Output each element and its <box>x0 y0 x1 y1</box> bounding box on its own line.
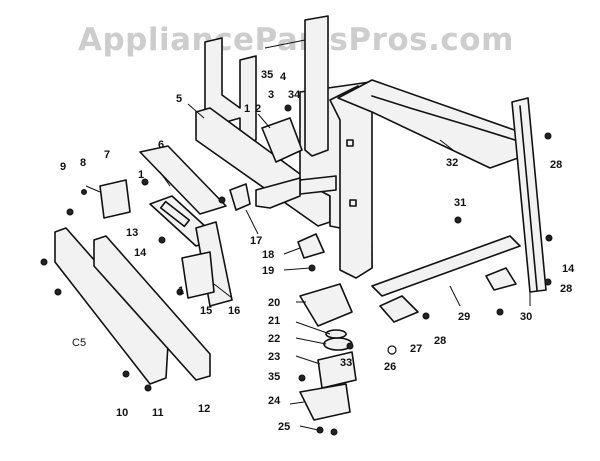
label-28-top: 28 <box>550 159 562 171</box>
clip-18-part <box>297 233 325 259</box>
label-21: 21 <box>268 315 280 327</box>
label-2: 2 <box>255 103 261 115</box>
screw-part <box>66 208 74 216</box>
label-1-lower: 1 <box>178 285 184 297</box>
label-7: 7 <box>104 149 110 161</box>
label-1-left: 1 <box>138 169 144 181</box>
label-17: 17 <box>250 235 262 247</box>
label-31: 31 <box>454 197 466 209</box>
washer-26-part <box>387 345 397 355</box>
label-18: 18 <box>262 249 274 261</box>
actuator-17-part <box>229 183 251 211</box>
label-14-right: 14 <box>562 263 575 275</box>
bracket-2-part <box>261 117 303 163</box>
label-20: 20 <box>268 297 280 309</box>
screw-part <box>330 428 338 436</box>
screw-part <box>176 288 184 296</box>
label-33: 33 <box>340 357 352 369</box>
label-28-mid: 28 <box>434 335 446 347</box>
panel-11-part <box>54 227 169 385</box>
label-6: 6 <box>158 139 164 151</box>
switch-slot-part <box>159 200 191 228</box>
washer-21-part <box>325 329 347 339</box>
right-rail-edge-part <box>519 105 538 291</box>
screw-part <box>122 370 130 378</box>
label-29: 29 <box>458 311 470 323</box>
label-30: 30 <box>520 311 532 323</box>
clip-right-part <box>485 267 517 291</box>
label-10: 10 <box>116 407 128 419</box>
label-13: 13 <box>126 227 138 239</box>
label-32: 32 <box>446 157 458 169</box>
panel-slot-part <box>346 139 354 147</box>
label-3: 3 <box>268 89 274 101</box>
catch-23-part <box>317 351 357 389</box>
latch-20-part <box>299 283 353 327</box>
label-35-top: 35 <box>261 69 273 81</box>
label-19: 19 <box>262 265 274 277</box>
label-1-top: 1 <box>244 103 250 115</box>
section-code: C5 <box>72 337 86 349</box>
screw-part <box>298 374 306 382</box>
screw-part <box>81 189 87 195</box>
switch-terminal-part <box>85 185 101 193</box>
label-25: 25 <box>278 421 290 433</box>
screw-part <box>422 312 430 320</box>
label-16: 16 <box>228 305 240 317</box>
frame-foot-part <box>255 177 301 209</box>
screw-part <box>284 104 292 112</box>
plate-24-part <box>299 383 351 421</box>
label-14-left: 14 <box>134 247 147 259</box>
label-5: 5 <box>176 93 182 105</box>
label-8: 8 <box>80 157 86 169</box>
leader-lines <box>159 39 531 431</box>
screw-part <box>496 308 504 316</box>
screw-part <box>158 236 166 244</box>
watermark-text: AppliancePartsPros.com <box>78 22 514 58</box>
frame-assembly <box>195 15 373 279</box>
label-26: 26 <box>384 361 396 373</box>
trim-8-part <box>139 145 227 215</box>
screw-part <box>346 342 354 350</box>
screw-part <box>454 216 462 224</box>
bottom-rail-part <box>371 235 521 297</box>
clip-27-part <box>379 295 419 323</box>
screw-part <box>40 258 48 266</box>
panel-12-part <box>93 235 211 381</box>
label-24: 24 <box>268 395 281 407</box>
bracket-15-part <box>181 251 215 299</box>
screw-part <box>544 278 552 286</box>
screw-part <box>544 132 552 140</box>
vertical-rail-part <box>304 15 329 157</box>
screw-part <box>545 234 553 242</box>
part-labels: 35 4 3 34 1 2 5 6 7 8 9 1 13 14 1 15 16 … <box>60 69 575 433</box>
switch-7-part <box>99 179 131 219</box>
screw-part <box>141 178 149 186</box>
frame-clip-part <box>299 175 337 195</box>
label-9: 9 <box>60 161 66 173</box>
label-34: 34 <box>288 89 301 101</box>
fasteners <box>40 132 553 436</box>
label-28-bottom: 28 <box>560 283 572 295</box>
screw-part <box>218 196 226 204</box>
label-4: 4 <box>280 71 287 83</box>
label-15: 15 <box>200 305 212 317</box>
crossbar-edge-part <box>371 95 516 141</box>
screw-part <box>54 288 62 296</box>
label-27: 27 <box>410 343 422 355</box>
label-11: 11 <box>152 407 164 419</box>
label-22: 22 <box>268 333 280 345</box>
label-23: 23 <box>268 351 280 363</box>
screw-part <box>144 384 152 392</box>
label-12: 12 <box>198 403 210 415</box>
panel-slot-part <box>349 199 357 207</box>
label-35-lower: 35 <box>268 371 280 383</box>
